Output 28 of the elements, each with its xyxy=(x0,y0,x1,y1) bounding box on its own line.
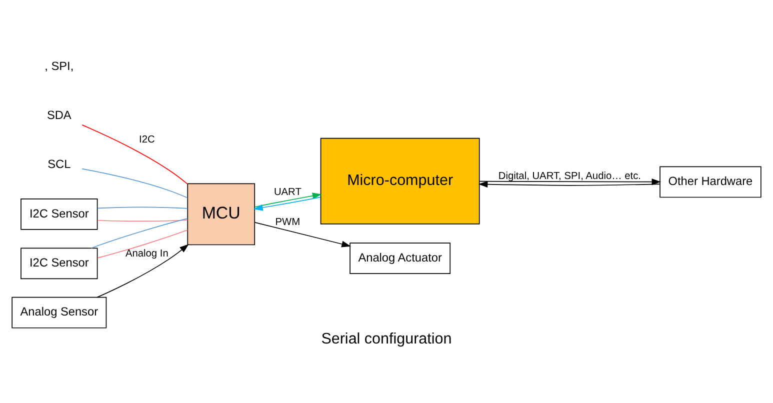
node-box: Other Hardware xyxy=(660,166,762,198)
edge-label: I2C xyxy=(139,134,155,146)
node-text: SDA xyxy=(46,108,72,122)
arrow xyxy=(254,192,322,208)
node-box: MCU xyxy=(187,183,256,246)
node-box: Micro-computer xyxy=(320,138,480,224)
arrow xyxy=(479,178,662,186)
edge-label: UART xyxy=(274,187,302,198)
connector xyxy=(82,124,188,184)
edge-label: PWM xyxy=(275,216,300,228)
connector xyxy=(82,168,188,198)
arrow xyxy=(254,196,321,211)
node-box: Analog Actuator xyxy=(350,242,451,274)
connector xyxy=(97,206,188,209)
node-box: I2C Sensor xyxy=(20,248,98,280)
arrow xyxy=(478,181,660,188)
connector xyxy=(90,218,188,249)
node-text: SCL xyxy=(48,157,71,172)
arrow xyxy=(96,244,189,298)
node-box: I2C Sensor xyxy=(20,198,98,230)
arrow xyxy=(254,222,351,248)
node-box: Analog Sensor xyxy=(12,296,107,328)
label: , SPI, xyxy=(44,58,74,73)
connector xyxy=(97,230,188,258)
edge-label: Analog In xyxy=(125,248,168,260)
caption: Serial configuration xyxy=(321,330,452,348)
edge-label: Digital, UART, SPI, Audio… etc. xyxy=(498,171,641,182)
connector xyxy=(97,220,188,222)
